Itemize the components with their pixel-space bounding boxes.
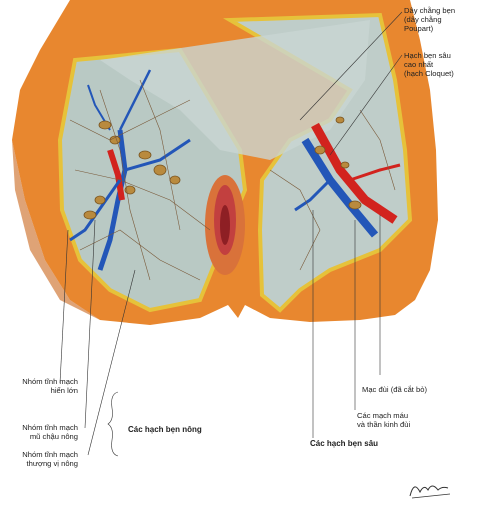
label-epigastric-group: Nhóm tĩnh mạch thượng vị nông	[22, 450, 78, 468]
right-femoral-artery	[311, 122, 398, 224]
right-femoral-vein	[301, 137, 379, 238]
skin-shading	[12, 140, 100, 320]
label-femoral-fascia: Mạc đùi (đã cắt bỏ)	[362, 385, 427, 394]
left-great-saphenous-vein	[97, 129, 128, 271]
leader-lines	[59, 11, 403, 457]
label-circumflex-group: Nhóm tĩnh mạch mũ chậu nông	[22, 423, 78, 441]
label-deep-nodes: Các hạch bẹn sâu	[310, 439, 379, 448]
label-superficial-nodes: Các hạch bẹn nông	[128, 425, 202, 434]
left-femoral-artery	[107, 149, 125, 201]
lymphatic-network	[69, 79, 396, 281]
left-vein-branch-3	[118, 69, 152, 131]
left-vein-branch-1	[69, 179, 122, 242]
abdominal-fascia	[100, 20, 370, 160]
right-vein-branch	[294, 178, 332, 212]
label-cloquet-node: Hạch bẹn sâu cao nhất (hạch Cloquet)	[404, 51, 454, 78]
right-artery-branch	[349, 163, 401, 182]
label-saphenous-group: Nhóm tĩnh mạch hiển lớn	[22, 377, 78, 395]
label-femoral-vessels: Các mạch máu và thần kinh đùi	[357, 411, 411, 429]
artist-signature	[409, 485, 451, 499]
label-inguinal-ligament: Dây chằng bẹn (dây chằng Poupart)	[404, 6, 456, 33]
lymph-nodes	[83, 116, 362, 220]
vestibule	[220, 205, 230, 245]
left-vein-branch-2	[124, 138, 191, 172]
